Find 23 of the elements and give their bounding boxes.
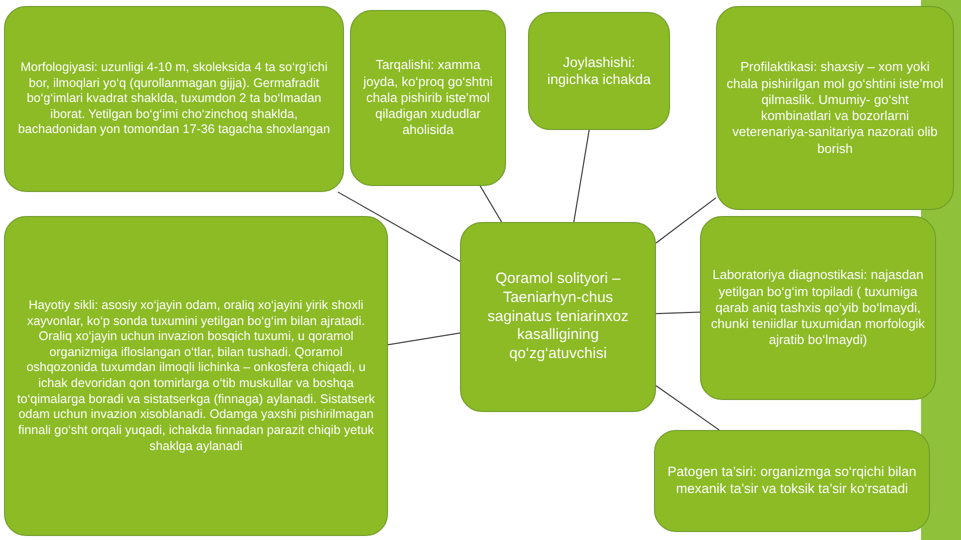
topic-box — [700, 216, 936, 400]
topic-box — [4, 216, 388, 536]
topic-box — [460, 222, 656, 412]
topic-box — [716, 6, 954, 210]
connector-line — [480, 186, 502, 222]
topic-box — [4, 6, 344, 192]
connector-line — [337, 192, 460, 262]
topic-box — [350, 10, 506, 186]
topic-box — [654, 430, 930, 532]
topic-text: Laboratoriya diagnostikasi: najasdan yetilgan bo‘g‘im topiladi ( tuxumiga qarab aniq tashxis qo‘yib bo‘lmaydi, chunki teniidlar tuxumidan morfologik ajratib bo‘lmaydi) — [710, 267, 926, 349]
topic-text: Joylashishi: ingichka ichakda — [546, 54, 652, 88]
connector-line — [656, 312, 700, 314]
topic-text: Tarqalishi: xamma joyda, ko‘proq go‘shtni chala pishirib iste’mol qiladigan xududlar aholisida — [362, 57, 494, 139]
topic-text: Morfologiyasi: uzunligi 4-10 m, skoleksida 4 ta so‘rg‘ichi bor, ilmoqlari yo‘q (qurollanmagan gijja). Germafradit bo‘g‘imlari kvadrat shaklda, tuxumdon 2 ta bo‘lmadan iborat. Yetilgan bo‘g‘imi cho‘zinchoq shaklda, bachadonidan yon tomondan 17-36 tagacha shoxlangan — [16, 60, 332, 138]
topic-text: Hayotiy sikli: asosiy xo‘jayin odam, oraliq xo‘jayini yirik shoxli xayvonlar, ko‘p sonda tuxumini yetilgan bo‘g‘im bilan ajratadi. Oraliq xo‘jayin uchun invazion bosqich tuxumi, u qoramol organizmiga ifloslangan o‘tlar, bilan tushadi. Qoramol oshqozonida tuxumdan ilmoqli lichinka – onkosfera chiqadi, u ichak devoridan qon tomirlarga o‘tib muskullar va boshqa to‘qimalarga boradi va sistatserkga (finnaga) aylanadi. Sistatserk odam uchun invazion xisoblanadi. Odamga yaxshi pishirilmagan finnali go‘sht orqali yuqadi, ichakda finnadan parazit chiqib yetuk shaklga aylanadi — [16, 298, 376, 454]
connector-line — [573, 130, 590, 222]
topic-box — [528, 12, 670, 130]
topic-text: Patogen ta’siri: organizmga so‘rqichi bilan mexanik ta’sir va toksik ta’sir ko‘rsatadi — [666, 464, 918, 498]
connector-line — [656, 385, 720, 430]
topic-text: Qoramol solityori – Taeniarhyn-chus saginatus teniarinxoz kasalligining qo‘zg‘atuvchisi — [486, 270, 630, 364]
connector-line — [388, 332, 460, 346]
topic-text: Profilaktikasi: shaxsiy – xom yoki chala pishirilgan mol go‘shtini iste’mol qilmaslik. Umumiy- go‘sht kombinatlari va bozorlarni veterenariya-sanitariya nazorati olib borish — [726, 59, 944, 157]
connector-line — [656, 197, 716, 244]
